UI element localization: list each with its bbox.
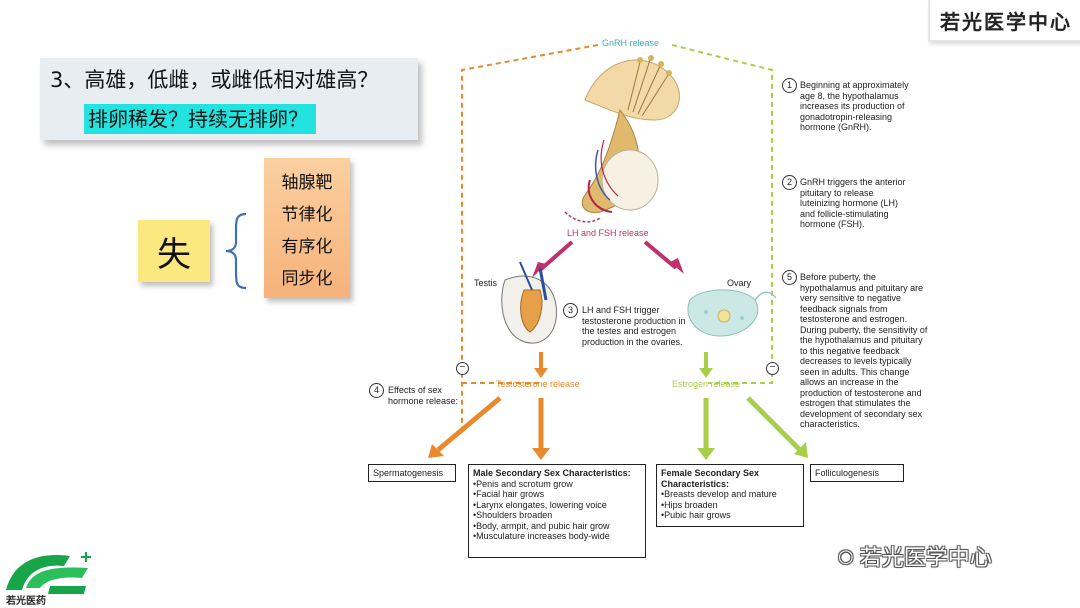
ovary-label: Ovary (727, 278, 752, 288)
list-item: Facial hair grows (473, 489, 641, 500)
arrow-to-testis (538, 240, 574, 272)
loss-label: 失 (138, 220, 210, 282)
arrow-spermatogenesis (436, 396, 502, 452)
female-characteristics-title: Female Secondary Sex Characteristics: (661, 468, 760, 489)
target-item: 同步化 (281, 268, 333, 289)
watermark: ◉ 若光医学中心 (838, 540, 992, 572)
feedback-line-left (461, 44, 599, 432)
list-item: Larynx elongates, lowering voice (473, 500, 641, 511)
male-characteristics-title: Male Secondary Sex Characteristics: (473, 468, 631, 478)
step-5-text: Before puberty, the hypothalamus and pit… (800, 272, 928, 429)
target-item: 节律化 (281, 204, 333, 225)
arrow-folliculogenesis (746, 396, 802, 452)
question-line-1: 3、高雄，低雌，或雌低相对雄高？ (50, 68, 379, 92)
step-number: 3 (563, 303, 578, 318)
step-number: 1 (782, 78, 797, 93)
negative-feedback-left: − (456, 362, 469, 375)
list-item: Breasts develop and mature (661, 489, 799, 500)
target-item: 有序化 (281, 236, 333, 257)
target-item: 轴腺靶 (281, 172, 333, 193)
question-line-2: 排卵稀发？持续无排卵？ (84, 104, 316, 134)
arrow-to-ovary (643, 240, 678, 270)
company-logo (6, 552, 91, 594)
pituitary-illustration (564, 55, 680, 223)
lh-fsh-release-label: LH and FSH release (567, 228, 649, 238)
testis-illustration (501, 261, 557, 344)
list-item: Shoulders broaden (473, 510, 641, 521)
step-number: 5 (782, 270, 797, 285)
folliculogenesis-box: Folliculogenesis (810, 464, 904, 482)
watermark-text: 若光医学中心 (859, 546, 992, 571)
logo-caption: 若光医药 (6, 596, 46, 607)
testis-label: Testis (474, 278, 498, 288)
list-item: Pubic hair grows (661, 510, 799, 521)
male-characteristics-box: Male Secondary Sex Characteristics: Peni… (468, 464, 646, 558)
list-item: Hips broaden (661, 500, 799, 511)
target-list: 轴腺靶 节律化 有序化 同步化 (264, 158, 350, 298)
testosterone-release-label: Testosterone release (496, 379, 580, 389)
negative-feedback-right: − (766, 362, 779, 375)
step-number: 2 (782, 175, 797, 190)
wechat-icon: ◉ (838, 545, 854, 567)
brand-title: 若光医学中心 (928, 0, 1080, 42)
curly-bracket (225, 212, 247, 290)
step-number: 4 (369, 383, 384, 398)
list-item: Musculature increases body-wide (473, 531, 641, 542)
list-item: Penis and scrotum grow (473, 479, 641, 490)
step-2-text: GnRH triggers the anterior pituitary to … (800, 177, 906, 229)
step-4-text: Effects of sex hormone release: (388, 385, 459, 406)
spermatogenesis-box: Spermatogenesis (368, 464, 456, 482)
estrogen-release-label: Estrogen release (672, 379, 741, 389)
list-item: Body, armpit, and pubic hair grow (473, 521, 641, 532)
gnrh-release-label: GnRH release (602, 38, 660, 48)
step-3-text: LH and FSH trigger testosterone producti… (582, 305, 686, 347)
female-characteristics-box: Female Secondary Sex Characteristics: Br… (656, 464, 804, 527)
step-1-text: Beginning at approximately age 8, the hy… (800, 80, 909, 132)
ovary-illustration (687, 289, 777, 337)
